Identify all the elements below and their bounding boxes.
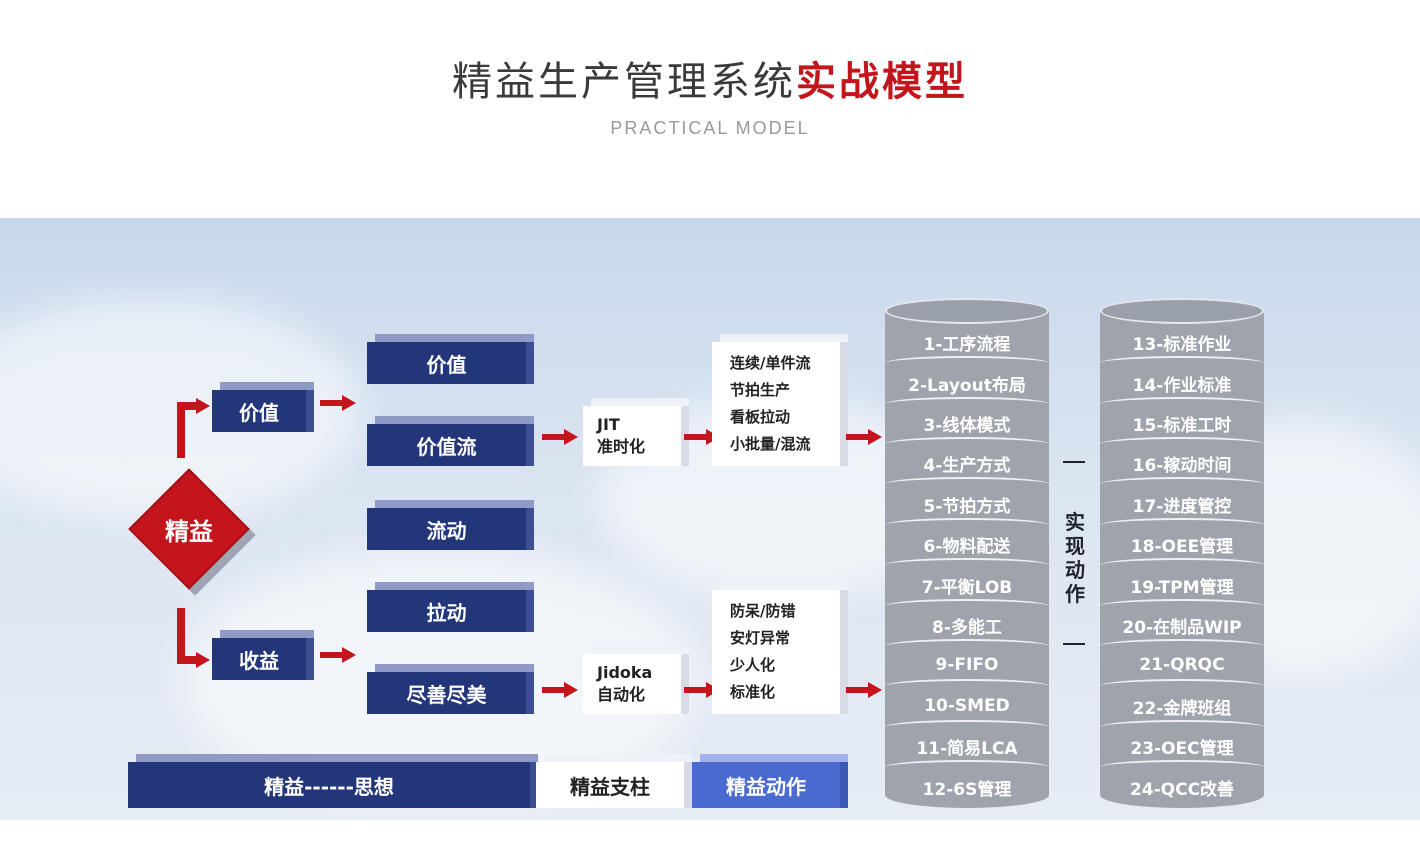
principle-label: 流动 — [367, 508, 526, 550]
action-item: 15-标准工时 — [1132, 415, 1232, 436]
principle-box: 价值流 — [367, 416, 534, 466]
action-item: 2-Layout布局 — [908, 375, 1026, 396]
jit-detail-item: 小批量/混流 — [730, 435, 811, 453]
action-item: 1-工序流程 — [923, 334, 1011, 355]
page-subtitle: PRACTICAL MODEL — [610, 118, 810, 138]
cylinder-right: 13-标准作业 14-作业标准 15-标准工时 16-稼动时间 17-进度管控 … — [1100, 298, 1264, 808]
arrow-icon — [846, 429, 884, 445]
jidoka-details-box: 防呆/防错 安灯异常 少人化 标准化 — [712, 582, 848, 714]
action-item: 6-物料配送 — [923, 536, 1011, 557]
page-title: 精益生产管理系统实战模型 — [0, 56, 1420, 108]
action-item: 16-稼动时间 — [1132, 455, 1232, 476]
action-item: 13-标准作业 — [1132, 334, 1232, 355]
label-dash-top — [1063, 461, 1085, 463]
jit-detail-item: 节拍生产 — [730, 381, 791, 399]
action-item: 5-节拍方式 — [923, 496, 1011, 517]
principle-label: 拉动 — [367, 590, 526, 632]
title-accent: 实战模型 — [796, 59, 968, 105]
arrow-icon — [196, 652, 214, 668]
action-item: 12-6S管理 — [922, 779, 1012, 800]
thought-bar: 精益------思想 — [128, 754, 538, 808]
connector-up — [177, 402, 185, 458]
arrow-icon — [542, 682, 580, 698]
connector-down — [177, 608, 185, 664]
action-item: 7-平衡LOB — [921, 577, 1013, 598]
principle-label: 价值流 — [367, 424, 526, 466]
action-item: 9-FIFO — [935, 655, 999, 675]
jit-detail-item: 看板拉动 — [730, 408, 791, 426]
jidoka-detail-item: 安灯异常 — [730, 629, 791, 647]
branch-value-box: 价值 — [212, 382, 314, 432]
action-item: 14-作业标准 — [1132, 375, 1232, 396]
principle-box: 拉动 — [367, 582, 534, 632]
jit-title: JIT — [597, 415, 620, 434]
cylinder-left: 1-工序流程 2-Layout布局 3-线体模式 4-生产方式 5-节拍方式 6… — [885, 298, 1049, 808]
action-item: 24-QCC改善 — [1129, 779, 1235, 800]
action-label: 精益动作 — [692, 762, 840, 808]
pillar-label: 精益支柱 — [536, 762, 684, 808]
action-item: 23-OEC管理 — [1130, 738, 1234, 759]
jit-box: JIT 准时化 — [583, 398, 689, 466]
jit-detail-item: 连续/单件流 — [730, 354, 811, 372]
branch-benefit-label: 收益 — [212, 638, 306, 680]
branch-benefit-box: 收益 — [212, 630, 314, 680]
lean-diamond: 精益 — [128, 468, 256, 596]
jidoka-subtitle: 自动化 — [597, 685, 646, 704]
action-item: 21-QRQC — [1139, 655, 1225, 675]
action-item: 4-生产方式 — [923, 455, 1011, 476]
action-item: 10-SMED — [924, 696, 1010, 716]
arrow-icon — [320, 647, 358, 663]
action-item: 20-在制品WIP — [1122, 617, 1242, 638]
realize-actions-label: 实现动作 — [1065, 510, 1085, 606]
action-bar: 精益动作 — [692, 754, 848, 808]
action-item: 11-简易LCA — [916, 738, 1018, 759]
jit-subtitle: 准时化 — [597, 437, 646, 456]
action-item: 3-线体模式 — [923, 415, 1011, 436]
jidoka-box: Jidoka 自动化 — [583, 646, 689, 714]
jidoka-detail-item: 标准化 — [730, 683, 776, 701]
jidoka-detail-item: 少人化 — [730, 656, 776, 674]
principle-box: 价值 — [367, 334, 534, 384]
action-item: 8-多能工 — [932, 617, 1002, 638]
label-dash-bottom — [1063, 643, 1085, 645]
connector-down-h — [177, 656, 197, 664]
arrow-icon — [320, 395, 358, 411]
title-main: 精益生产管理系统 — [452, 59, 796, 105]
principle-label: 尽善尽美 — [367, 672, 526, 714]
action-item: 19-TPM管理 — [1130, 577, 1234, 598]
diamond-label: 精益 — [165, 517, 213, 546]
jidoka-title: Jidoka — [597, 663, 653, 682]
arrow-icon — [542, 429, 580, 445]
action-item: 17-进度管控 — [1132, 496, 1232, 517]
action-item: 18-OEE管理 — [1130, 536, 1234, 557]
principle-box: 尽善尽美 — [367, 664, 534, 714]
principle-box: 流动 — [367, 500, 534, 550]
branch-value-label: 价值 — [212, 390, 306, 432]
thought-label: 精益------思想 — [128, 762, 530, 808]
pillar-bar: 精益支柱 — [536, 754, 692, 808]
jit-details-box: 连续/单件流 节拍生产 看板拉动 小批量/混流 — [712, 334, 848, 466]
arrow-icon — [846, 682, 884, 698]
action-item: 22-金牌班组 — [1132, 698, 1232, 719]
arrow-icon — [196, 398, 214, 414]
principle-label: 价值 — [367, 342, 526, 384]
jidoka-detail-item: 防呆/防错 — [730, 602, 796, 620]
connector-up-h — [177, 402, 197, 410]
